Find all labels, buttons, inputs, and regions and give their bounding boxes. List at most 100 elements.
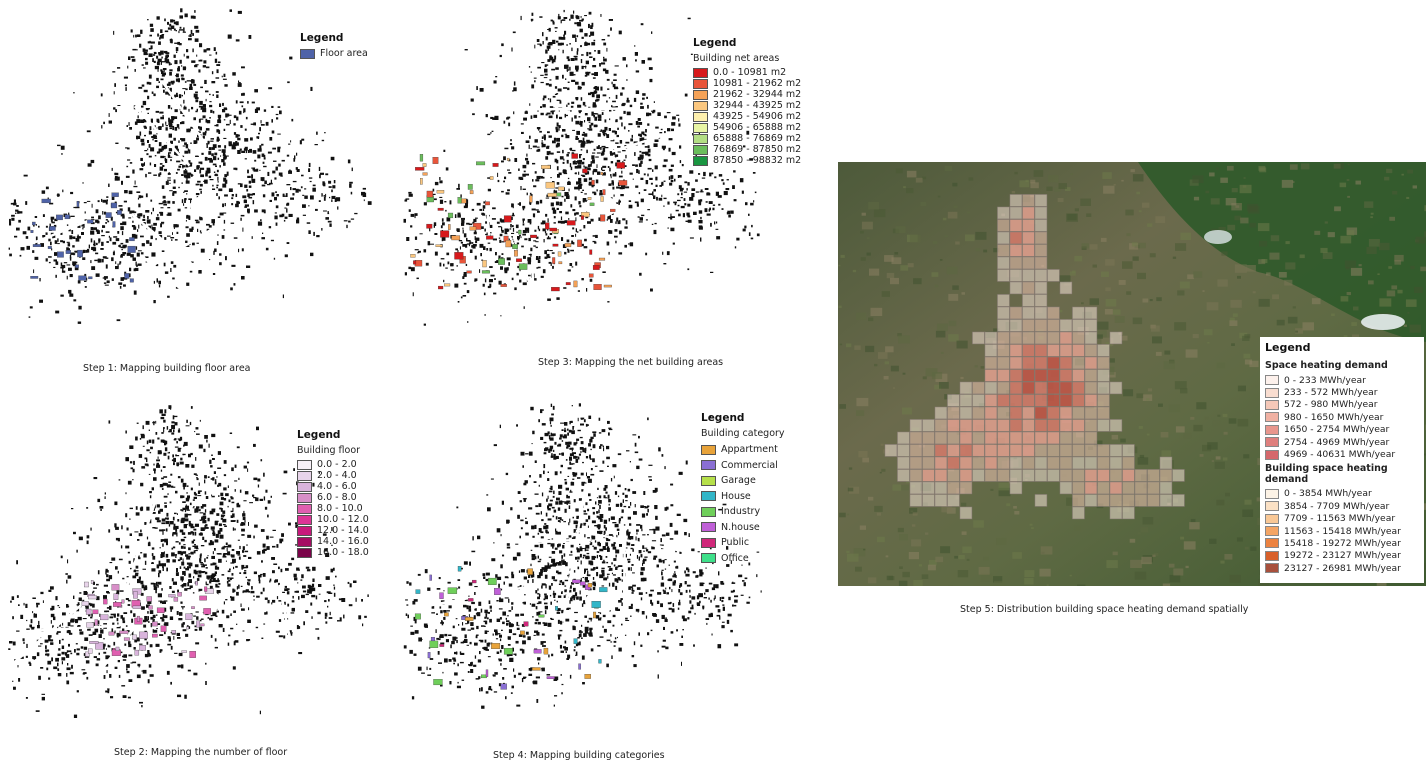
building-footprint xyxy=(97,258,102,263)
building-footprint xyxy=(579,183,583,186)
building-footprint xyxy=(111,278,114,281)
building-footprint xyxy=(228,499,231,503)
building-footprint xyxy=(473,615,476,620)
building-footprint xyxy=(637,125,640,128)
building-footprint xyxy=(596,189,598,192)
building-footprint xyxy=(553,236,557,239)
building-footprint xyxy=(170,608,172,612)
building-footprint xyxy=(197,180,201,183)
building-footprint xyxy=(204,435,208,439)
legend-subtitle: Building net areas xyxy=(693,53,780,64)
legend-title: Legend xyxy=(300,32,344,44)
building-footprint xyxy=(204,509,207,513)
building-footprint xyxy=(607,88,610,90)
building-footprint xyxy=(640,577,645,582)
building-footprint xyxy=(278,172,283,176)
building-footprint xyxy=(516,627,520,630)
building-footprint xyxy=(631,564,634,566)
building-footprint xyxy=(620,502,623,507)
building-footprint xyxy=(474,255,477,260)
building-footprint xyxy=(117,570,119,574)
building-footprint xyxy=(269,578,272,582)
building-footprint xyxy=(164,441,167,446)
building-footprint xyxy=(216,169,219,173)
building-footprint xyxy=(131,225,136,228)
building-footprint xyxy=(679,160,682,164)
building-footprint xyxy=(626,532,630,536)
legend-entry: 2.0 - 4.0 xyxy=(297,470,369,481)
building-footprint xyxy=(715,228,719,230)
building-footprint xyxy=(128,641,131,645)
building-footprint xyxy=(549,250,553,252)
building-footprint xyxy=(612,574,616,576)
building-footprint xyxy=(556,497,560,501)
building-footprint xyxy=(188,198,192,200)
building-footprint xyxy=(199,554,202,559)
legend-entry: 21962 - 32944 m2 xyxy=(693,89,801,100)
building-footprint xyxy=(434,251,438,256)
building-footprint xyxy=(59,639,61,644)
building-footprint xyxy=(582,140,586,145)
building-footprint xyxy=(166,52,170,55)
highlighted-building xyxy=(105,212,112,218)
building-footprint xyxy=(476,625,479,630)
building-footprint xyxy=(490,132,492,134)
legend-entry: 4.0 - 6.0 xyxy=(297,481,369,492)
building-footprint xyxy=(193,117,196,121)
building-footprint xyxy=(182,558,184,563)
building-footprint xyxy=(563,553,566,557)
building-footprint xyxy=(144,616,148,620)
building-footprint xyxy=(568,180,570,185)
building-footprint xyxy=(197,134,199,138)
building-footprint xyxy=(106,199,108,202)
building-footprint xyxy=(233,115,237,119)
highlighted-building xyxy=(139,645,146,651)
building-footprint xyxy=(474,230,477,234)
building-footprint xyxy=(597,487,599,490)
building-footprint xyxy=(205,681,207,685)
highlighted-building xyxy=(551,287,560,292)
building-footprint xyxy=(73,299,77,302)
building-footprint xyxy=(311,616,313,619)
building-footprint xyxy=(41,696,45,701)
building-footprint xyxy=(45,186,49,190)
building-footprint xyxy=(262,194,266,198)
building-footprint xyxy=(708,201,713,204)
building-footprint xyxy=(663,180,666,182)
building-footprint xyxy=(223,474,227,477)
building-footprint xyxy=(26,643,28,648)
building-footprint xyxy=(230,613,232,616)
building-footprint xyxy=(86,200,91,202)
building-footprint xyxy=(542,228,546,232)
building-footprint xyxy=(648,476,652,478)
building-footprint xyxy=(195,29,200,33)
highlighted-building xyxy=(518,229,522,235)
building-footprint xyxy=(644,146,648,148)
building-footprint xyxy=(709,207,711,211)
building-footprint xyxy=(602,460,605,464)
building-footprint xyxy=(172,454,174,458)
building-footprint xyxy=(559,116,563,120)
park-area xyxy=(585,195,617,218)
building-footprint xyxy=(571,149,576,152)
building-footprint xyxy=(209,117,211,119)
building-footprint xyxy=(601,429,606,433)
building-footprint xyxy=(567,58,570,62)
building-footprint xyxy=(535,257,539,260)
building-footprint xyxy=(53,259,57,262)
building-footprint xyxy=(236,134,240,137)
building-footprint xyxy=(324,600,327,603)
building-footprint xyxy=(158,231,162,235)
building-footprint xyxy=(193,506,195,508)
building-footprint xyxy=(584,120,586,123)
building-footprint xyxy=(28,661,31,664)
building-footprint xyxy=(522,498,527,500)
building-footprint xyxy=(69,236,74,239)
building-footprint xyxy=(130,210,135,214)
building-footprint xyxy=(201,152,204,155)
building-footprint xyxy=(562,561,566,565)
building-footprint xyxy=(715,191,719,196)
building-footprint xyxy=(506,653,510,657)
building-footprint xyxy=(252,193,255,196)
building-footprint xyxy=(175,75,179,77)
